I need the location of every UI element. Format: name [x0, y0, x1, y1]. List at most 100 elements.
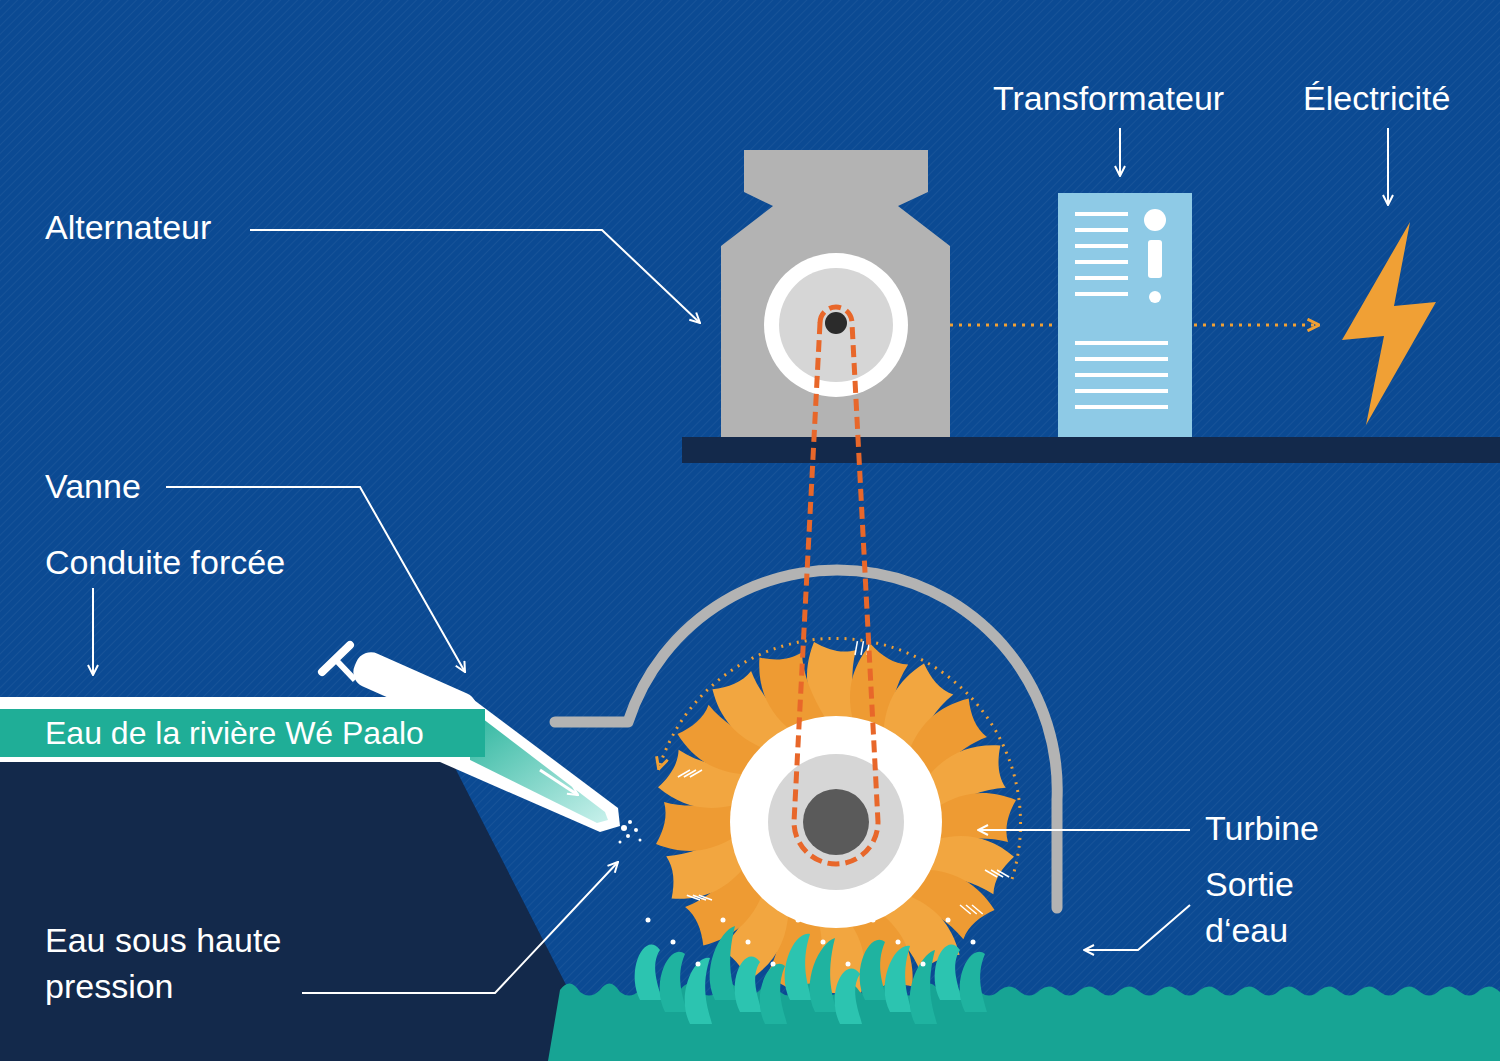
splash-drop — [860, 940, 887, 1000]
part-label: Transformateur — [993, 76, 1224, 122]
valve — [322, 645, 350, 672]
splash-drop — [935, 945, 962, 1000]
spray-drop — [721, 918, 726, 923]
transformer — [1075, 357, 1168, 361]
alternator — [721, 150, 950, 437]
spray-drop — [821, 940, 826, 945]
part-label: Vanne — [45, 464, 141, 510]
splash-drop — [635, 945, 662, 1000]
alternator — [825, 312, 847, 334]
water-spray — [619, 820, 642, 844]
transformer — [1148, 240, 1162, 278]
transformer — [1075, 260, 1128, 264]
leader-line — [1084, 905, 1190, 950]
leader-line — [1119, 128, 1121, 176]
spray-drop — [871, 918, 876, 923]
transformer — [1149, 291, 1161, 303]
spray-drop — [646, 918, 651, 923]
speed-line — [960, 905, 971, 914]
leader-line — [250, 230, 700, 323]
turbine-bucket — [936, 793, 1016, 844]
turbine-bucket — [656, 800, 736, 851]
splash-drop — [685, 958, 712, 1024]
electricity-bolt — [1342, 222, 1436, 425]
alternator — [764, 253, 908, 397]
spray-drop — [796, 918, 801, 923]
spray-drop — [946, 918, 951, 923]
speed-line — [855, 641, 857, 655]
speed-line — [678, 770, 690, 777]
speed-line — [972, 905, 983, 914]
transformer — [1075, 405, 1168, 409]
transformer — [1075, 373, 1168, 377]
leader-line — [92, 588, 94, 675]
penstock-band: Eau de la rivière Wé Paalo — [0, 709, 485, 757]
speed-line — [997, 870, 1009, 877]
valve — [336, 660, 355, 680]
speed-line — [690, 770, 702, 777]
spray-drop — [846, 962, 851, 967]
spray-drop — [671, 940, 676, 945]
transformer — [1075, 292, 1128, 296]
transformer — [1058, 193, 1192, 437]
splash-drop — [785, 934, 812, 1000]
drive-belt — [794, 307, 878, 864]
splash-drop — [735, 957, 762, 1012]
water-spray — [628, 820, 632, 824]
ground-block — [0, 762, 605, 1061]
speed-line — [684, 770, 696, 777]
speed-line — [861, 641, 863, 655]
speed-line — [966, 905, 977, 914]
turbine-hub — [730, 716, 942, 928]
spray-drop — [771, 962, 776, 967]
shelf — [682, 437, 1500, 463]
splash-drop — [710, 926, 737, 1000]
part-label: Alternateur — [45, 205, 211, 251]
water-spray — [634, 828, 638, 832]
power-flow — [950, 324, 1056, 327]
splash-drop — [810, 938, 837, 1012]
transformer — [1058, 193, 1192, 437]
transformer — [1075, 389, 1168, 393]
turbine-hub — [730, 716, 942, 928]
speed-line — [699, 895, 712, 900]
alternator — [779, 268, 893, 382]
transformer — [1144, 209, 1166, 231]
splash-drop — [760, 964, 787, 1024]
speed-line — [991, 870, 1003, 877]
leader-lines — [93, 128, 1388, 993]
leader-line — [302, 862, 618, 993]
leader-line — [978, 829, 1190, 831]
transformer — [1075, 228, 1128, 232]
transformer — [1075, 214, 1168, 407]
splash-drop — [660, 952, 687, 1012]
turbine-hub — [768, 754, 904, 890]
transformer — [1075, 212, 1128, 216]
transformer — [1075, 341, 1168, 345]
water-spray — [639, 839, 642, 842]
spray-drop — [746, 940, 751, 945]
part-label: Eau sous haute pression — [45, 918, 290, 1010]
speed-line — [985, 870, 997, 877]
part-label: Turbine — [1205, 806, 1319, 852]
part-label: Sortie d‘eau — [1205, 862, 1335, 954]
turbine-hub — [803, 789, 869, 855]
transformer — [1075, 244, 1128, 248]
part-label: Conduite forcée — [45, 540, 285, 586]
water-spray — [621, 825, 627, 831]
spray-drop — [921, 962, 926, 967]
water-splash — [635, 918, 987, 1025]
splash-drop — [910, 950, 937, 1024]
spray-drop — [896, 940, 901, 945]
splash-drop — [960, 952, 987, 1012]
spray-drop — [971, 940, 976, 945]
water-spray — [626, 834, 630, 838]
spray-drop — [696, 962, 701, 967]
alternator — [721, 150, 950, 437]
transformer — [1075, 276, 1128, 280]
part-label: Électricité — [1303, 76, 1450, 122]
power-flow — [1194, 324, 1318, 327]
